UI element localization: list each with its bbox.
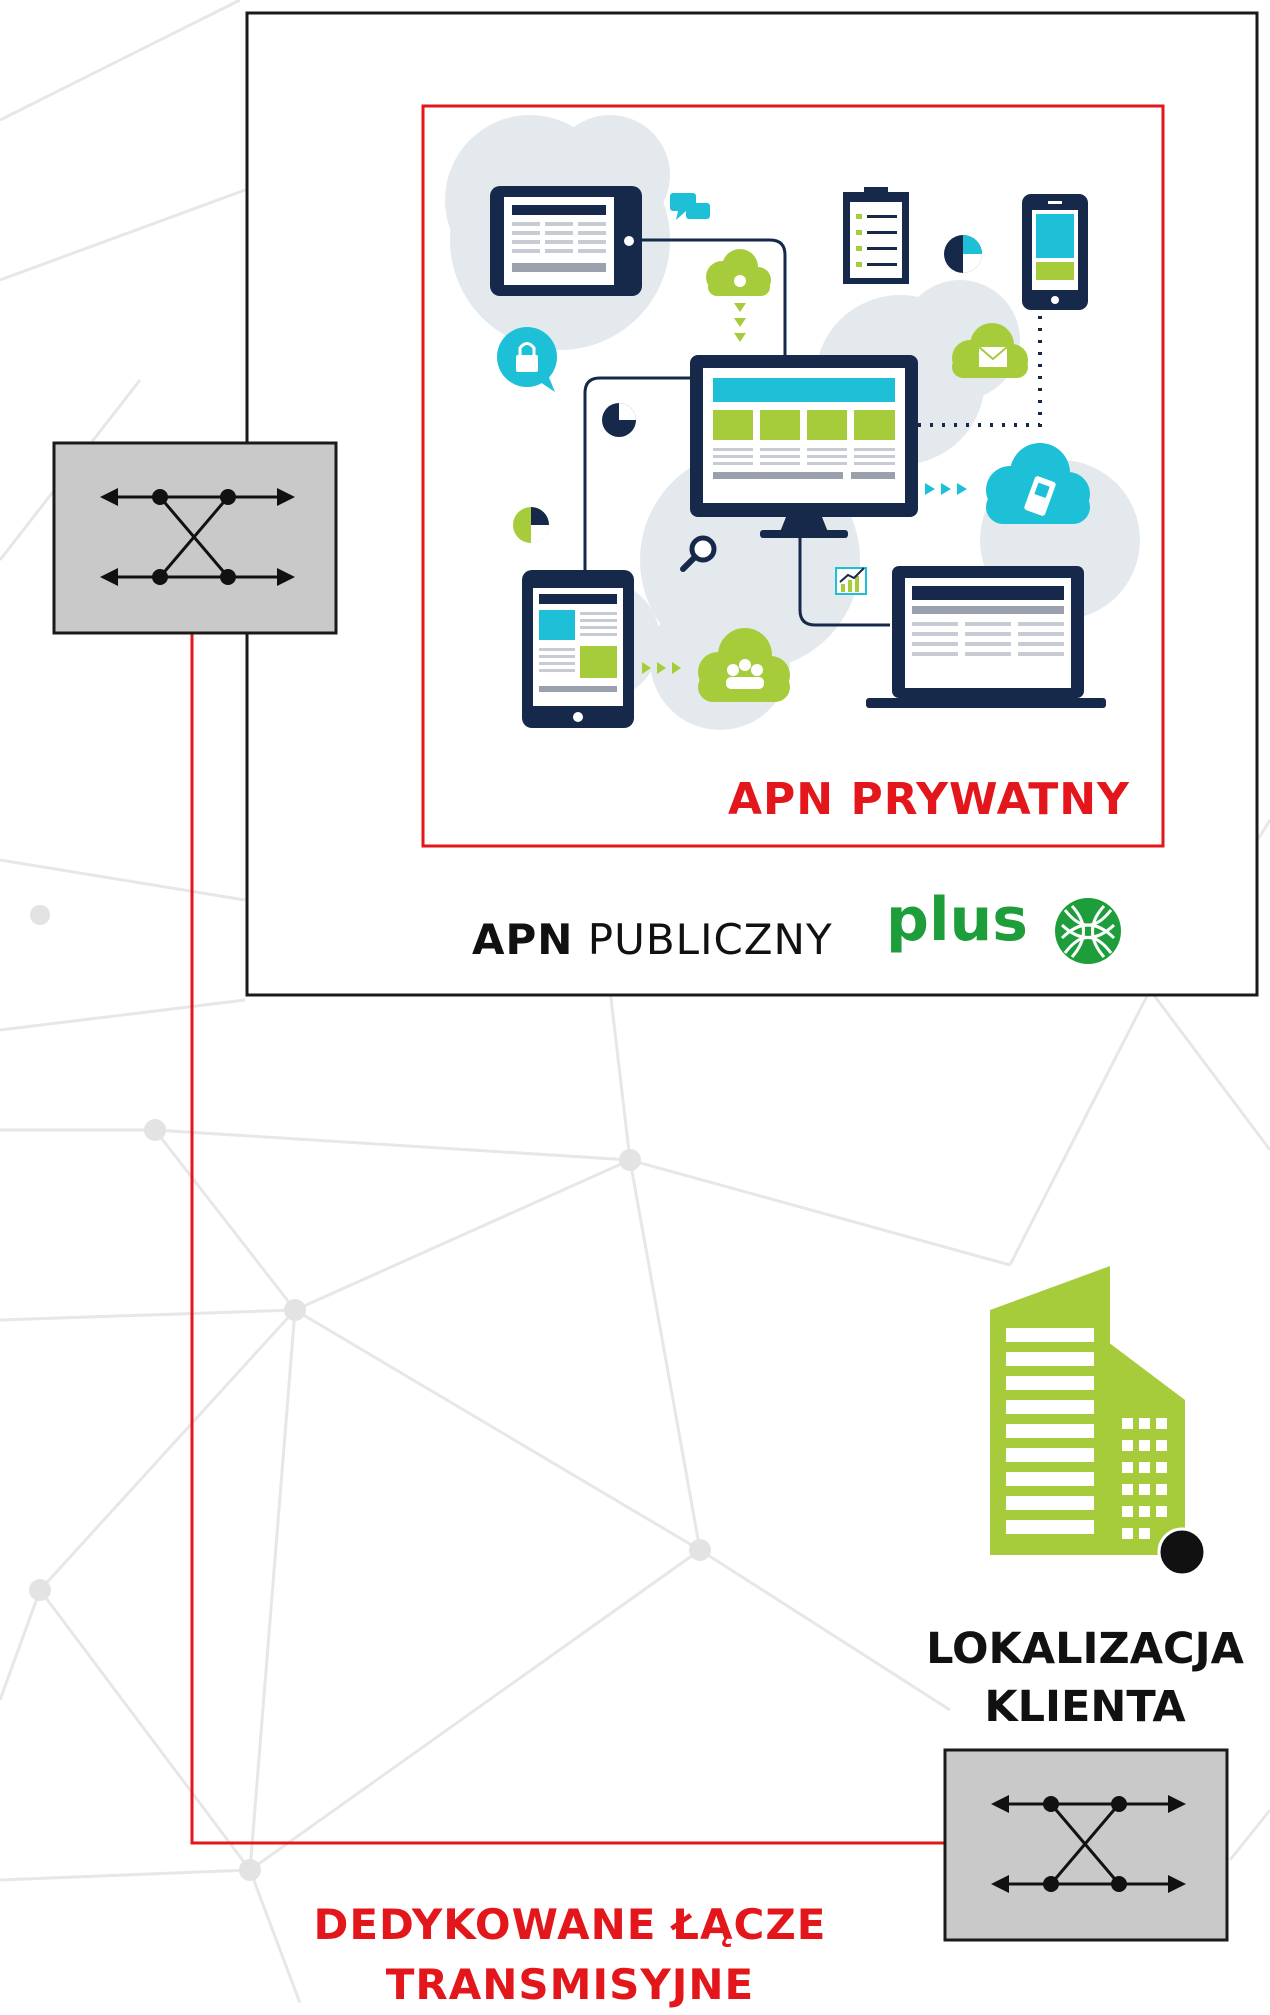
dedicated-link-line2: TRANSMISYJNE bbox=[385, 1960, 755, 2009]
dedicated-link-line1: DEDYKOWANE ŁĄCZE bbox=[313, 1900, 827, 1949]
client-location-line2: KLIENTA bbox=[984, 1682, 1186, 1732]
padlock-icon bbox=[497, 327, 557, 392]
tablet-icon bbox=[522, 570, 634, 728]
apn-public-label: APN PUBLICZNY bbox=[472, 915, 833, 964]
search-icon bbox=[680, 535, 717, 572]
dedicated-link-label: DEDYKOWANE ŁĄCZE TRANSMISYJNE bbox=[250, 1895, 890, 2015]
chat-bubbles-icon bbox=[670, 193, 710, 220]
pie-chart-icon bbox=[602, 403, 636, 437]
pie-chart-icon bbox=[513, 507, 549, 543]
building-icon bbox=[990, 1266, 1207, 1577]
bar-chart-icon bbox=[835, 567, 867, 595]
client-location-line1: LOKALIZACJA bbox=[926, 1624, 1244, 1674]
tablet-icon bbox=[490, 186, 642, 296]
network-switch-icon bbox=[52, 441, 338, 635]
apn-public-label-rest: PUBLICZNY bbox=[573, 915, 833, 964]
network-switch-icon bbox=[943, 1748, 1229, 1942]
smartphone-icon bbox=[1022, 194, 1088, 310]
laptop-icon bbox=[866, 566, 1106, 708]
apn-public-label-bold: APN bbox=[472, 915, 574, 964]
clipboard-icon bbox=[843, 187, 909, 284]
dedicated-link-line bbox=[190, 620, 945, 1845]
client-location-label: LOKALIZACJA KLIENTA bbox=[900, 1620, 1270, 1736]
private-apn-illustration bbox=[445, 115, 1140, 730]
plus-logo-text: plus bbox=[886, 885, 1028, 955]
pie-chart-icon bbox=[944, 235, 982, 273]
apn-private-label: APN PRYWATNY bbox=[728, 774, 1130, 825]
desktop-monitor-icon bbox=[690, 355, 918, 538]
cloud-icon bbox=[706, 249, 771, 342]
plus-logo-icon bbox=[1055, 898, 1121, 964]
